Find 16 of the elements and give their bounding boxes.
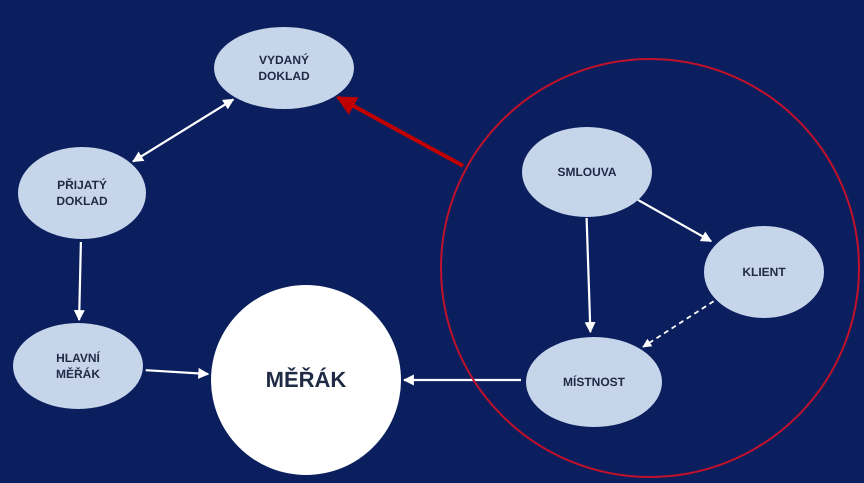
arrow [336,96,464,168]
dashed-arrow [642,300,714,348]
node-label: MÍSTNOST [563,374,625,390]
arrow [132,98,234,162]
node-label: SMLOUVA [557,164,617,180]
arrow [584,218,596,334]
group-circle [440,58,860,478]
arrow [146,368,210,379]
node-label: PŘIJATÝ DOKLAD [55,176,109,210]
node-label: MĚŘÁK [266,366,346,394]
node-label: KLIENT [742,264,786,280]
arrow [74,242,85,322]
node-label: VYDANÝ DOKLAD [257,52,311,84]
arrow [402,374,521,386]
node-label: HLAVNÍ MĚŘÁK [55,350,101,382]
arrow [637,198,712,242]
